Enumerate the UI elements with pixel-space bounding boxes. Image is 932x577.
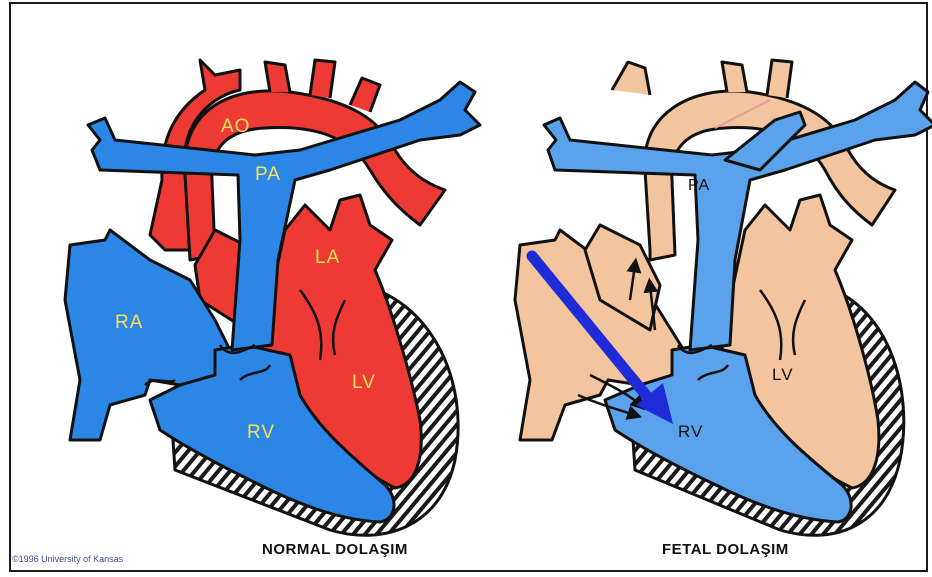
normal-label-ra: RA <box>115 312 143 333</box>
copyright-text: ©1996 University of Kansas <box>12 554 123 564</box>
normal-label-la: LA <box>315 247 340 268</box>
fetal-aorta-branches <box>612 60 792 98</box>
normal-label-ao: AO <box>221 116 250 137</box>
fetal-label-pa: PA <box>688 177 710 194</box>
normal-label-rv: RV <box>247 422 275 443</box>
normal-caption: NORMAL DOLAŞIM <box>262 541 408 558</box>
fetal-caption: FETAL DOLAŞIM <box>662 541 789 558</box>
fetal-heart <box>515 60 932 535</box>
normal-label-pa: PA <box>255 164 281 185</box>
normal-label-lv: LV <box>352 372 376 393</box>
fetal-label-lv: LV <box>772 365 794 384</box>
fetal-label-rv: RV <box>678 422 703 441</box>
normal-heart <box>65 60 480 535</box>
